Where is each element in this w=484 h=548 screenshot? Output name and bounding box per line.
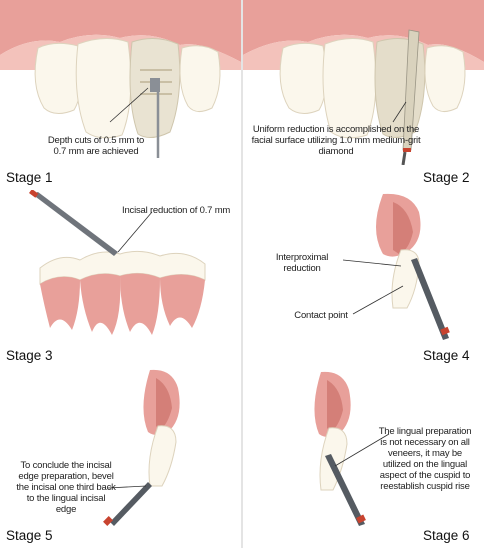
stage-6-panel: The lingual preparation is not necessary…	[243, 368, 484, 548]
stage-4-label: Stage 4	[423, 348, 470, 363]
stage-2-label: Stage 2	[423, 170, 470, 185]
tooth	[149, 426, 176, 486]
leader-line	[343, 260, 401, 266]
stage-4-annotation-1: Interproximal reduction	[271, 252, 333, 274]
stage-2-annotation: Uniform reduction is accomplished on the…	[251, 124, 421, 157]
stage-2-panel: Uniform reduction is accomplished on the…	[243, 0, 484, 190]
stage-4-panel: Interproximal reduction Contact point St…	[243, 190, 484, 368]
gum-papilla	[40, 277, 80, 330]
stage-5-panel: To conclude the incisal edge preparation…	[0, 368, 241, 548]
stage-3-annotation: Incisal reduction of 0.7 mm	[122, 205, 240, 216]
tooth-lateral-left	[280, 43, 326, 113]
diamond-bur	[110, 482, 152, 526]
stage-5-annotation: To conclude the incisal edge preparation…	[16, 460, 116, 515]
stage-6-annotation: The lingual preparation is not necessary…	[375, 426, 475, 492]
stage-6-label: Stage 6	[423, 528, 470, 543]
tooth-central-left	[323, 38, 376, 137]
stage-3-label: Stage 3	[6, 348, 53, 363]
tooth	[392, 250, 419, 308]
stage-1-panel: Depth cuts of 0.5 mm to 0.7 mm are achie…	[0, 0, 241, 190]
gum-papilla	[80, 274, 120, 335]
leader-line	[118, 212, 152, 252]
tooth-lateral-left	[35, 43, 81, 113]
stage-4-annotation-2: Contact point	[287, 310, 355, 321]
tooth-central-left	[76, 38, 131, 137]
tooth-lateral-right	[180, 46, 220, 112]
tooth-lateral-right	[425, 46, 465, 112]
bur-band	[103, 516, 113, 526]
stage-1-label: Stage 1	[6, 170, 53, 185]
stage-1-annotation: Depth cuts of 0.5 mm to 0.7 mm are achie…	[44, 135, 148, 157]
diamond-bur	[411, 258, 449, 340]
diamond-bur	[32, 192, 118, 256]
bur-head	[150, 78, 160, 92]
stage-5-label: Stage 5	[6, 528, 53, 543]
gum-papilla	[160, 274, 205, 328]
gum-papilla	[120, 273, 160, 335]
stage-3-panel: Incisal reduction of 0.7 mm Stage 3	[0, 190, 241, 368]
